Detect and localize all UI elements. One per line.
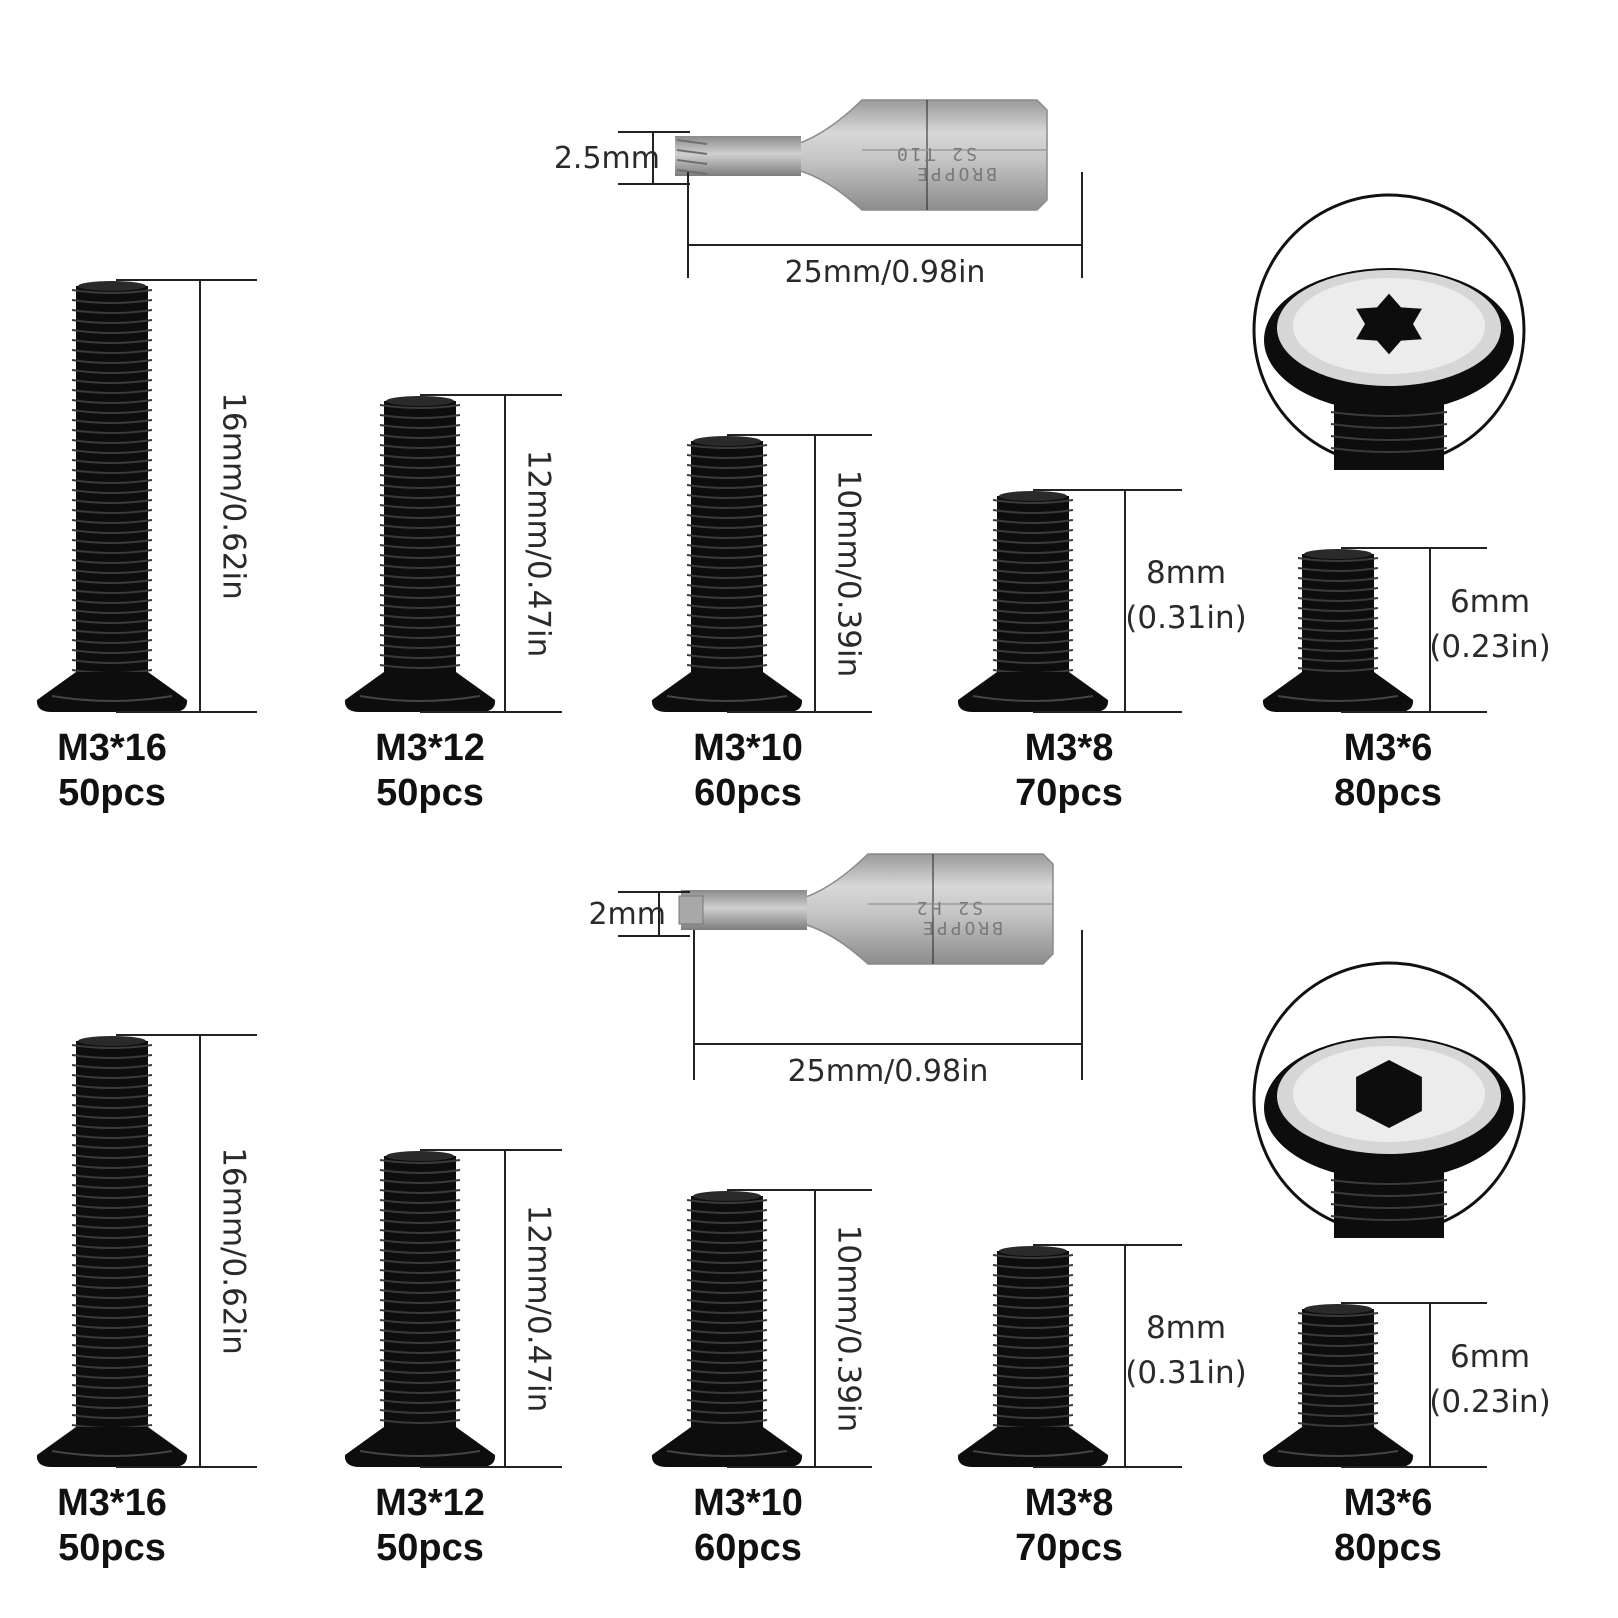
screw-icon [36, 281, 188, 712]
bit-length-label: 25mm/0.98in [785, 255, 986, 290]
screw-icon [1262, 1304, 1414, 1467]
screw-icon [957, 491, 1109, 712]
bit-engraving: S2 T10 [894, 143, 977, 164]
length-dimension-label-inch: (0.23in) [1429, 1384, 1550, 1420]
bit-engraving: S2 H2 [914, 897, 983, 918]
length-dimension-label: 12mm/0.47in [521, 1205, 557, 1413]
screw-icon [36, 1036, 188, 1467]
screw-quantity-label: 50pcs [376, 772, 484, 814]
length-dimension-label: 10mm/0.39in [831, 470, 867, 678]
screw-size-label: M3*8 [1025, 727, 1114, 769]
length-dimension-label: 8mm [1146, 555, 1226, 591]
torx-head-closeup-icon [1252, 193, 1526, 470]
bit-length-label: 25mm/0.98in [788, 1054, 989, 1089]
screw-size-label: M3*16 [57, 727, 167, 769]
screw-quantity-label: 50pcs [58, 1527, 166, 1569]
screw-quantity-label: 70pcs [1015, 1527, 1123, 1569]
screw-size-label: M3*12 [375, 1482, 485, 1524]
screw-icon [344, 396, 496, 712]
bit-engraving: BROPPE [920, 917, 1003, 938]
length-dimension-label: 16mm/0.62in [216, 392, 252, 600]
bit-tip-diameter-label: 2mm [588, 897, 666, 932]
screw-size-label: M3*10 [693, 727, 803, 769]
screw-icon [651, 1191, 803, 1467]
screw-icon [1262, 549, 1414, 712]
screw-size-label: M3*12 [375, 727, 485, 769]
screw-quantity-label: 60pcs [694, 1527, 802, 1569]
length-dimension-label: 6mm [1450, 584, 1530, 620]
length-dimension-label-inch: (0.31in) [1125, 600, 1246, 636]
screw-size-label: M3*8 [1025, 1482, 1114, 1524]
bit-engraving: BROPPE [914, 163, 997, 184]
screw-quantity-label: 80pcs [1334, 772, 1442, 814]
length-dimension-label-inch: (0.23in) [1429, 629, 1550, 665]
screw-icon [957, 1246, 1109, 1467]
length-dimension-label: 12mm/0.47in [521, 450, 557, 658]
screw-size-label: M3*6 [1344, 727, 1433, 769]
bit-tip-diameter-label: 2.5mm [554, 141, 660, 176]
screw-size-label: M3*10 [693, 1482, 803, 1524]
screw-icon [651, 436, 803, 712]
screw-quantity-label: 50pcs [58, 772, 166, 814]
length-dimension-label: 10mm/0.39in [831, 1225, 867, 1433]
length-dimension-label: 8mm [1146, 1310, 1226, 1346]
length-dimension-label: 16mm/0.62in [216, 1147, 252, 1355]
length-dimension-label: 6mm [1450, 1339, 1530, 1375]
screw-quantity-label: 70pcs [1015, 772, 1123, 814]
screw-quantity-label: 80pcs [1334, 1527, 1442, 1569]
hex-head-closeup-icon [1252, 961, 1526, 1238]
length-dimension-label-inch: (0.31in) [1125, 1355, 1246, 1391]
screw-icon [344, 1151, 496, 1467]
screw-size-label: M3*6 [1344, 1482, 1433, 1524]
screw-quantity-label: 50pcs [376, 1527, 484, 1569]
screw-size-label: M3*16 [57, 1482, 167, 1524]
screw-quantity-label: 60pcs [694, 772, 802, 814]
